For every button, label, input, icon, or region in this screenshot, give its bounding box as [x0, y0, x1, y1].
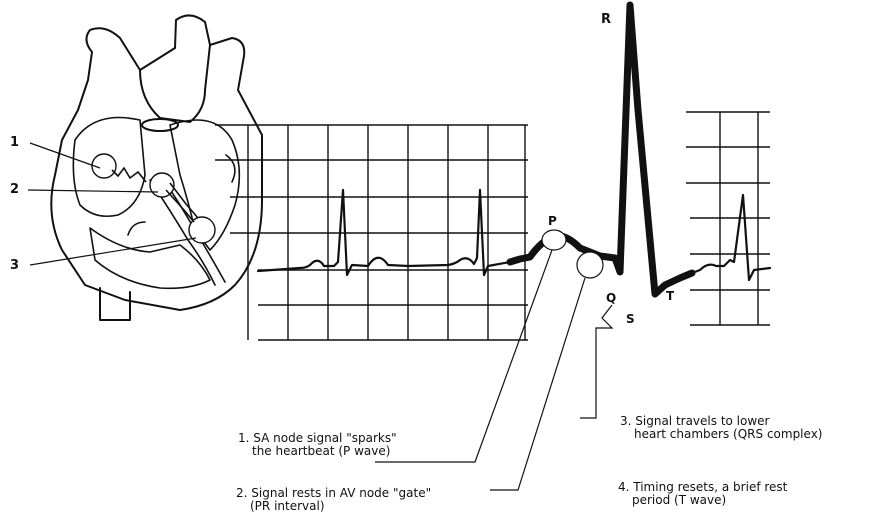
leader-caption-2	[490, 278, 585, 490]
ecg-grid	[215, 112, 770, 340]
caption-1: 1. SA node signal "sparks" the heartbeat…	[238, 432, 397, 458]
wave-label-p: P	[548, 214, 557, 228]
caption-2-line-1: 2. Signal rests in AV node "gate"	[236, 486, 431, 500]
ecg-trace	[258, 5, 770, 294]
caption-3: 3. Signal travels to lower heart chamber…	[620, 415, 822, 441]
caption-1-line-2: the heartbeat (P wave)	[238, 445, 397, 458]
caption-leaders	[375, 250, 612, 490]
wave-label-r: R	[601, 12, 611, 27]
wave-label-s: S	[626, 312, 635, 326]
callout-number-1: 1	[10, 135, 19, 150]
wave-label-t: T	[666, 289, 675, 303]
caption-4-line-2: period (T wave)	[618, 494, 787, 507]
caption-2-line-2: (PR interval)	[236, 500, 431, 513]
caption-3-line-2: heart chambers (QRS complex)	[620, 428, 822, 441]
caption-3-line-1: 3. Signal travels to lower	[620, 414, 769, 428]
callout-number-3: 3	[10, 258, 19, 273]
caption-4: 4. Timing resets, a brief rest period (T…	[618, 481, 787, 507]
p-wave-marker	[542, 230, 566, 250]
caption-2: 2. Signal rests in AV node "gate" (PR in…	[236, 487, 431, 513]
wave-label-q: Q	[606, 291, 616, 305]
heart-illustration	[51, 15, 262, 320]
ecg-trace-highlight	[510, 5, 692, 294]
heart-outline	[51, 15, 262, 310]
caption-4-line-1: 4. Timing resets, a brief rest	[618, 480, 787, 494]
conduction-nodes	[92, 154, 215, 243]
leader-caption-3	[580, 305, 612, 418]
callout-number-2: 2	[10, 182, 19, 197]
pr-interval-marker	[577, 252, 603, 278]
caption-1-line-1: 1. SA node signal "sparks"	[238, 431, 397, 445]
av-node	[150, 173, 174, 197]
